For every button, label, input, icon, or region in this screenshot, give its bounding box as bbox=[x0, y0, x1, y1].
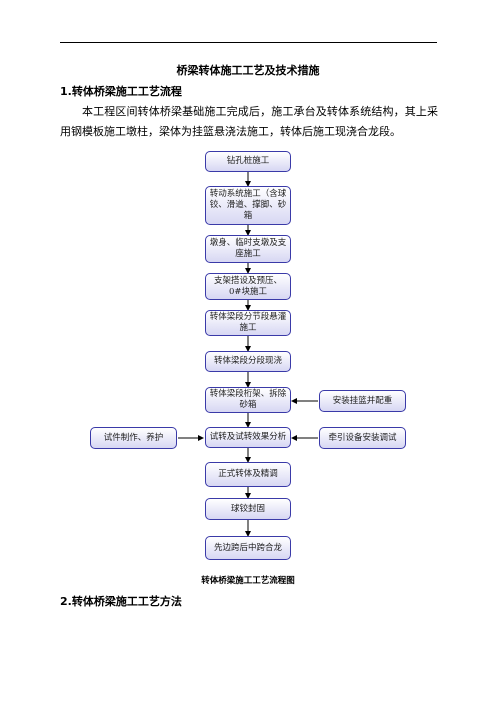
flow-step-7: 转体梁段桁架、拆除砂箱 bbox=[205, 387, 291, 413]
section-heading-1: 1.转体桥梁施工工艺流程 bbox=[60, 85, 182, 98]
flow-step-3: 墩身、临时支墩及支座施工 bbox=[205, 235, 291, 263]
flow-step-11: 先边跨后中跨合龙 bbox=[205, 536, 291, 560]
intro-paragraph: 本工程区间转体桥梁基础施工完成后，施工承台及转体系统结构，其上采用钢模板施工墩柱… bbox=[60, 105, 438, 138]
section-heading-2: 2.转体桥梁施工工艺方法 bbox=[60, 595, 182, 608]
flow-step-2: 转动系统施工（含球铰、滑道、撑脚、砂箱 bbox=[205, 186, 291, 225]
flow-step-4: 支架搭设及预压、0#块施工 bbox=[205, 273, 291, 300]
flow-side-right-2: 牵引设备安装调试 bbox=[319, 427, 406, 449]
top-rule bbox=[60, 42, 437, 43]
flow-step-10: 球铰封固 bbox=[205, 498, 291, 520]
flow-step-8: 试转及试转效果分析 bbox=[205, 427, 291, 448]
flow-side-right-1: 安装挂篮并配重 bbox=[319, 390, 406, 412]
flow-step-1: 钻孔桩施工 bbox=[205, 151, 291, 172]
figure-caption: 转体桥梁施工工艺流程图 bbox=[201, 576, 295, 586]
flow-side-left: 试件制作、养护 bbox=[90, 427, 177, 449]
flow-step-9: 正式转体及精调 bbox=[205, 462, 291, 487]
flow-step-6: 转体梁段分段现浇 bbox=[205, 351, 291, 372]
document-title: 桥梁转体施工工艺及技术措施 bbox=[176, 64, 320, 77]
flow-step-5: 转体梁段分节段悬灌施工 bbox=[205, 310, 291, 336]
